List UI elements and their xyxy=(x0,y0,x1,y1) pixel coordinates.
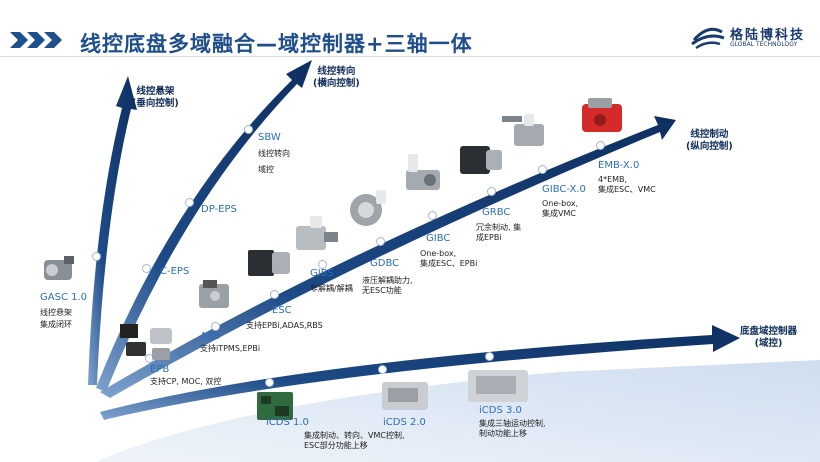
grbc-product-image xyxy=(460,146,502,174)
page-title: 线控底盘多域融合—域控制器+三轴一体 xyxy=(80,32,473,56)
gibcx-product-image xyxy=(502,114,544,146)
emb-product-image xyxy=(582,98,622,132)
node-gibs xyxy=(318,260,327,269)
company-logo: 格陆博科技 GLOBAL TECHNOLOGY xyxy=(690,20,810,54)
steering-arrow xyxy=(96,60,312,392)
gibc-product-image xyxy=(406,154,440,190)
slide-header: 线控底盘多域融合—域控制器+三轴一体 格陆博科技 GLOBAL TECHNOLO… xyxy=(0,0,820,58)
node-icds3 xyxy=(485,352,494,361)
esc-product-image xyxy=(248,250,290,276)
node-ceps xyxy=(142,264,151,273)
icds3-product-image xyxy=(468,370,528,402)
node-icds1 xyxy=(265,378,274,387)
node-gdbc xyxy=(376,237,385,246)
abs-label: ABS 支持iTPMS,EPBi xyxy=(200,331,261,353)
epb-product-image xyxy=(120,324,172,360)
domain-controller-arrow xyxy=(100,325,740,420)
logo-name-cn: 格陆博科技 xyxy=(730,28,806,43)
epb-label: EPB 支持CP, MOC, 双控 xyxy=(150,364,222,386)
dpeps-label: DP-EPS xyxy=(201,204,237,215)
gibc-label: GIBC One-box, 集成ESC、EPBi xyxy=(420,233,478,268)
node-gasc xyxy=(92,252,101,261)
axis-label-vertical: 线控悬架 (垂向控制) xyxy=(132,86,179,109)
gibs-product-image xyxy=(296,216,338,250)
icds3-label: iCDS 3.0 集成三轴运动控制, 制动功能上移 xyxy=(479,405,546,438)
braking-arrow xyxy=(100,116,676,398)
gdbc-label: GDBC 液压解耦助力, 无ESC功能 xyxy=(362,258,413,295)
gibcx-label: GIBC-X.0 One-box, 集成VMC xyxy=(542,184,586,218)
sbw-label: SBW 线控转向 域控 xyxy=(258,132,290,174)
logo-name-en: GLOBAL TECHNOLOGY xyxy=(730,41,798,48)
gasc-label: GASC 1.0 线控悬架 集成闭环 xyxy=(40,292,88,329)
gasc-product-image xyxy=(44,256,74,280)
gdbc-product-image xyxy=(350,190,386,226)
grbc-label: GRBC 冗余制动, 集 成EPBi xyxy=(476,207,522,242)
node-icds2 xyxy=(378,365,387,374)
abs-product-image xyxy=(199,280,229,308)
axis-label-domain: 底盘域控制器 (域控) xyxy=(740,326,798,349)
node-dpeps xyxy=(185,198,194,207)
icds1-label: iCDS 1.0 集成制动、转向、VMC控制, ESC部分功能上移 xyxy=(266,417,405,450)
axis-label-longitudinal: 线控制动 (纵向控制) xyxy=(686,129,733,152)
emb-label: EMB-X.0 4*EMB, 集成ESC、VMC xyxy=(598,160,656,194)
ceps-label: C-EPS xyxy=(160,266,190,277)
node-gibcx xyxy=(538,165,547,174)
esc-label: ESC 支持EPBi,ADAS,RBS xyxy=(246,305,323,330)
icds2-product-image xyxy=(382,382,428,410)
node-abs xyxy=(211,322,220,331)
node-esc xyxy=(270,290,279,299)
globe-logo-icon xyxy=(691,27,725,50)
chevrons-icon xyxy=(10,32,62,48)
header-divider xyxy=(0,56,820,57)
suspension-arrow xyxy=(88,76,137,385)
background-swoosh xyxy=(95,360,820,462)
node-gibc xyxy=(428,211,437,220)
icds2-label: iCDS 2.0 xyxy=(383,417,426,428)
icds1-product-image xyxy=(257,392,293,420)
node-grbc xyxy=(487,187,496,196)
axis-label-lateral: 线控转向 (横向控制) xyxy=(313,66,360,89)
node-sbw xyxy=(244,125,253,134)
node-emb xyxy=(596,141,605,150)
gibs-label: GIBS 非解耦/解耦 xyxy=(310,268,353,293)
